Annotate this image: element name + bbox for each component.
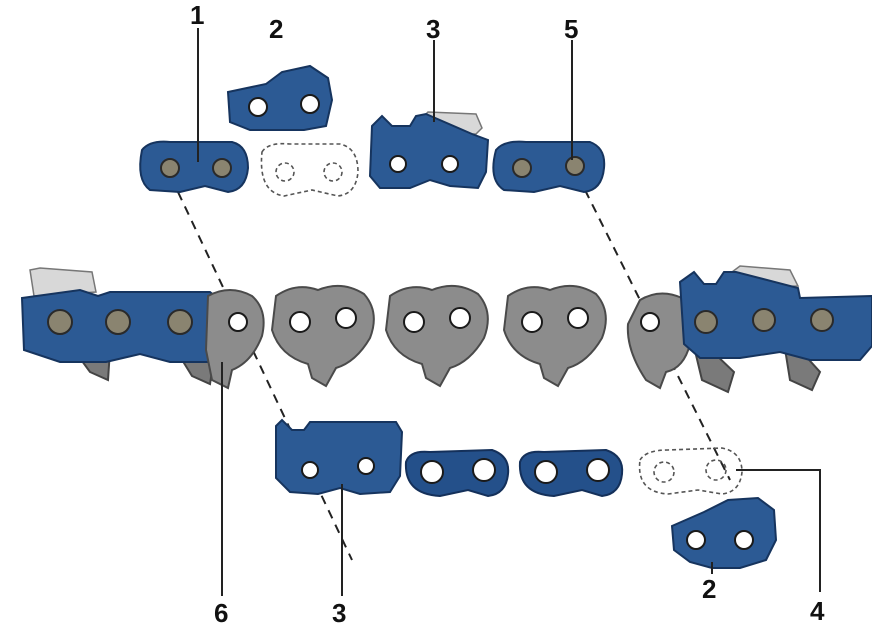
- bottom-tie-strap-2: [518, 448, 624, 498]
- label-2-bottom: 2: [702, 574, 716, 604]
- guide-line-left: [177, 191, 353, 561]
- top-cutter: [368, 111, 490, 190]
- chain-right-segment: [626, 265, 872, 394]
- label-3-bottom: 3: [332, 598, 346, 625]
- drive-link-2: [384, 284, 489, 388]
- top-side-link-left: [139, 140, 250, 194]
- drive-link-1: [270, 284, 375, 388]
- bottom-cutter: [275, 418, 404, 496]
- bottom-ghost-link: [638, 447, 743, 495]
- top-side-link-right: [492, 140, 606, 194]
- bottom-tie-strap-lowered: [670, 496, 778, 569]
- label-4: 4: [810, 596, 825, 625]
- top-tie-strap-raised: [226, 64, 334, 131]
- chain-left-segment: [20, 267, 265, 390]
- label-5: 5: [564, 14, 578, 44]
- drive-link-3: [502, 284, 607, 388]
- top-ghost-link: [260, 142, 359, 197]
- bottom-tie-strap-1: [404, 448, 510, 498]
- label-3-top: 3: [426, 14, 440, 44]
- label-6: 6: [214, 598, 228, 625]
- label-1: 1: [190, 0, 204, 30]
- label-2-top: 2: [269, 14, 283, 44]
- leader-4: [736, 469, 821, 592]
